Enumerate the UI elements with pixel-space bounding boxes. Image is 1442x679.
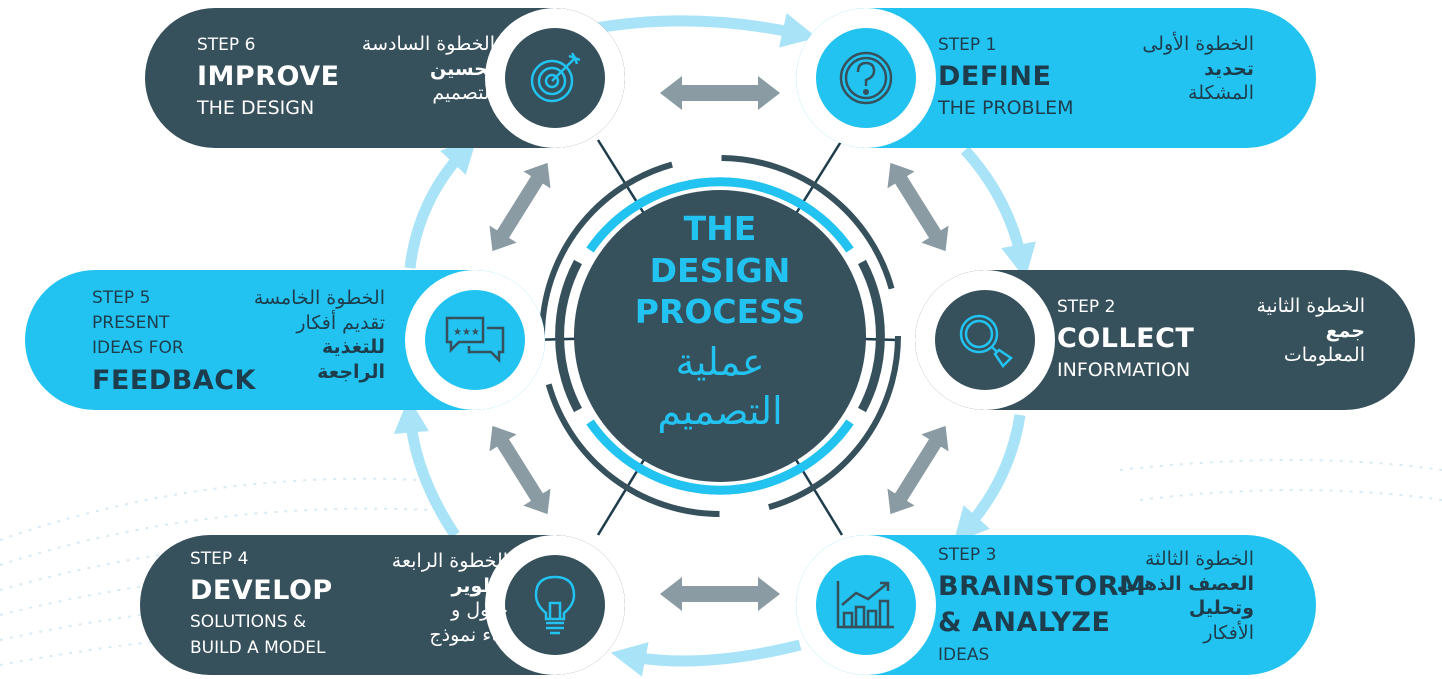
hub-arc-dark-left	[555, 259, 582, 413]
step-5-ar-title-1: للتغذية	[321, 336, 385, 359]
step-1-icon-disc	[812, 24, 920, 132]
center-title-line: THE	[683, 209, 757, 248]
step-2-ar-step: الخطوة الثانية	[1256, 295, 1365, 317]
step-2-title: COLLECT	[1057, 323, 1195, 354]
step-5-ar-line: تقديم أفكار	[296, 311, 385, 334]
step-6-arabic: الخطوة السادسة تحسين التصميم	[362, 32, 495, 106]
step-2-ar-title: جمع	[1325, 319, 1365, 342]
step-2-ar-line: المعلومات	[1283, 344, 1365, 367]
step-4-title: DEVELOP	[190, 575, 333, 606]
step-5-card: ★★★ STEP 5 PRESENT IDEAS FOR FEEDBACK ال…	[25, 270, 545, 410]
cycle-arrow-2-to-3	[953, 414, 1026, 544]
step-2-label: STEP 2	[1057, 297, 1116, 317]
step-6-ar-line: التصميم	[432, 82, 495, 105]
step-3-title-1: BRAINSTORM	[938, 571, 1147, 602]
cycle-arrow-6-to-1	[583, 13, 818, 48]
step-5-ar-title-2: الراجعة	[317, 361, 385, 384]
step-6-card: STEP 6 IMPROVE THE DESIGN الخطوة السادسة…	[145, 8, 625, 148]
step-4-icon-disc	[501, 551, 609, 659]
svg-text:★★★: ★★★	[453, 327, 480, 338]
step-5-subtitle-2: IDEAS FOR	[92, 338, 184, 358]
step-4-arabic: الخطوة الرابعة تطوير حلول و بناء نموذج	[392, 549, 508, 648]
step-5-label: STEP 5	[92, 288, 151, 308]
step-2-icon-disc	[931, 286, 1039, 394]
magnifier-icon	[959, 314, 1013, 368]
hub-arc-light-bottom	[586, 419, 854, 495]
step-5-arabic: الخطوة الخامسة تقديم أفكار للتغذية الراج…	[254, 286, 385, 385]
lightbulb-icon	[534, 575, 576, 635]
step-5-subtitle-1: PRESENT	[92, 313, 170, 333]
step-4-label: STEP 4	[190, 549, 249, 569]
step-3-arabic: الخطوة الثالثة العصف الذهني وتحليل الأفك…	[1117, 547, 1254, 646]
step-5-icon-disc: ★★★	[421, 286, 529, 394]
step-1-card: STEP 1 DEFINE THE PROBLEM الخطوة الأولى …	[796, 8, 1316, 148]
step-6-subtitle: THE DESIGN	[197, 97, 315, 119]
step-3-subtitle: IDEAS	[938, 645, 990, 665]
step-6-title: IMPROVE	[197, 61, 340, 92]
center-hub	[539, 155, 901, 517]
cycle-arrow-4-to-5	[393, 397, 460, 539]
center-title-arabic: عملية التصميم	[580, 338, 860, 437]
step-1-arabic: الخطوة الأولى تحديد المشكلة	[1142, 32, 1254, 106]
step-2-card: STEP 2 COLLECT INFORMATION الخطوة الثاني…	[915, 270, 1415, 410]
step-4-ar-step: الخطوة الرابعة	[391, 550, 508, 572]
step-1-ar-step: الخطوة الأولى	[1142, 33, 1254, 55]
step-4-card: STEP 4 DEVELOP SOLUTIONS & BUILD A MODEL…	[140, 535, 625, 675]
step-2-subtitle: INFORMATION	[1057, 359, 1191, 381]
step-4-ar-title: تطوير	[451, 574, 508, 597]
step-6-ar-step: الخطوة السادسة	[361, 33, 495, 55]
step-4-ar-line-1: حلول و	[451, 599, 508, 622]
hub-arc-light-top	[586, 177, 854, 253]
step-1-ar-line: المشكلة	[1188, 82, 1254, 105]
hub-arc-dark-right	[858, 259, 885, 413]
center-title-line: PROCESS	[634, 292, 806, 332]
step-6-ar-title: تحسين	[429, 57, 495, 80]
step-1-title: DEFINE	[938, 61, 1052, 92]
step-1-ar-title: تحديد	[1204, 57, 1254, 80]
step-1-subtitle: THE PROBLEM	[938, 97, 1074, 119]
step-4-subtitle-1: SOLUTIONS &	[190, 612, 307, 632]
center-arabic-line: عملية	[675, 340, 765, 384]
step-5-title: FEEDBACK	[92, 365, 256, 396]
step-6-icon-disc	[501, 24, 609, 132]
cycle-arrows	[393, 13, 1036, 677]
step-4-subtitle-2: BUILD A MODEL	[190, 638, 326, 658]
step-5-ar-step: الخطوة الخامسة	[253, 287, 385, 309]
grey-arrows	[489, 76, 949, 611]
step-3-title-2: & ANALYZE	[938, 607, 1111, 638]
chat-bubbles-icon: ★★★	[445, 316, 505, 364]
center-arabic-line: التصميم	[657, 389, 783, 434]
center-title-line: DESIGN	[649, 250, 791, 290]
step-3-ar-line: الأفكار	[1203, 622, 1254, 645]
step-6-label: STEP 6	[197, 35, 256, 55]
question-icon	[839, 51, 893, 105]
step-3-ar-step: الخطوة الثالثة	[1144, 548, 1254, 570]
cycle-arrow-5-to-6	[404, 137, 478, 269]
target-icon	[530, 52, 581, 103]
step-1-label: STEP 1	[938, 35, 997, 55]
step-2-arabic: الخطوة الثانية جمع المعلومات	[1256, 294, 1365, 368]
cycle-arrow-1-to-2	[960, 146, 1036, 280]
step-3-ar-title-1: العصف الذهني	[1116, 572, 1254, 595]
step-3-icon-disc	[812, 551, 920, 659]
step-3-card: STEP 3 BRAINSTORM & ANALYZE IDEAS الخطوة…	[796, 535, 1316, 675]
center-title: THE DESIGN PROCESS	[580, 208, 860, 333]
chart-growth-icon	[836, 581, 894, 629]
step-4-ar-line-2: بناء نموذج	[429, 624, 508, 647]
step-3-ar-title-2: وتحليل	[1188, 597, 1254, 620]
step-3-label: STEP 3	[938, 545, 997, 565]
cycle-arrow-3-to-4	[610, 639, 802, 677]
